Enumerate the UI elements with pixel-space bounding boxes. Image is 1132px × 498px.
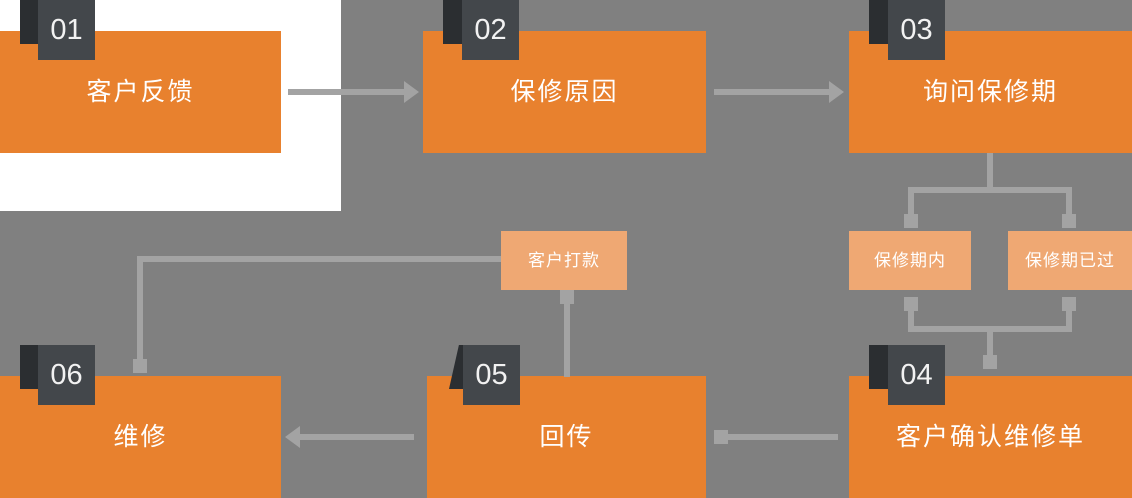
connector-05-to-06 (300, 434, 414, 440)
connector-05-to-note (564, 297, 570, 377)
step-label-01: 客户反馈 (86, 77, 195, 106)
connector-03-split-stem (987, 153, 993, 190)
connector-cap-branch-left-top (904, 214, 918, 228)
step-badge-05: 05 (463, 345, 520, 405)
connector-01-to-02 (288, 89, 406, 95)
connector-03-split-bar (908, 187, 1072, 193)
step-label-06: 维修 (113, 422, 168, 451)
connector-cap-branch-right-top (1062, 214, 1076, 228)
connector-merge-right-leg (1066, 304, 1072, 332)
arrow-head-02-to-03 (829, 81, 844, 103)
branch-label-in-warranty: 保修期内 (874, 251, 946, 270)
step-badge-02: 02 (462, 0, 519, 60)
arrow-head-05-to-06 (285, 426, 300, 448)
note-label-customer-payment: 客户打款 (528, 251, 600, 270)
connector-note-to-06-horizontal (137, 256, 501, 262)
step-label-02: 保修原因 (510, 77, 619, 106)
step-label-03: 询问保修期 (922, 77, 1058, 106)
connector-cap-04-to-05 (714, 430, 728, 444)
connector-cap-note-to-06 (133, 359, 147, 373)
connector-merge-left-leg (908, 304, 914, 332)
step-badge-01: 01 (38, 0, 95, 60)
connector-03-split-right-leg (1066, 187, 1072, 219)
step-number-03: 03 (900, 13, 933, 46)
connector-merge-stem (987, 326, 993, 362)
step-badge-03: 03 (888, 0, 945, 60)
connector-note-to-06-vertical (137, 256, 143, 362)
connector-cap-merge-to-04 (983, 355, 997, 369)
step-number-04: 04 (900, 358, 933, 391)
branch-box-in-warranty[interactable]: 保修期内 (849, 231, 971, 290)
connector-04-to-05 (722, 434, 838, 440)
note-box-customer-payment[interactable]: 客户打款 (501, 231, 627, 290)
connector-cap-note-bottom (560, 290, 574, 304)
step-number-05: 05 (475, 358, 508, 391)
step-number-02: 02 (474, 13, 507, 46)
step-label-05: 回传 (539, 422, 594, 451)
step-number-01: 01 (50, 13, 83, 46)
step-label-04: 客户确认维修单 (895, 422, 1085, 451)
connector-03-split-left-leg (908, 187, 914, 219)
step-badge-06: 06 (38, 345, 95, 405)
step-badge-04: 04 (888, 345, 945, 405)
arrow-head-01-to-02 (404, 81, 419, 103)
branch-label-out-of-warranty: 保修期已过 (1025, 251, 1115, 270)
step-number-06: 06 (50, 358, 83, 391)
branch-box-out-of-warranty[interactable]: 保修期已过 (1008, 231, 1132, 290)
connector-02-to-03 (714, 89, 831, 95)
